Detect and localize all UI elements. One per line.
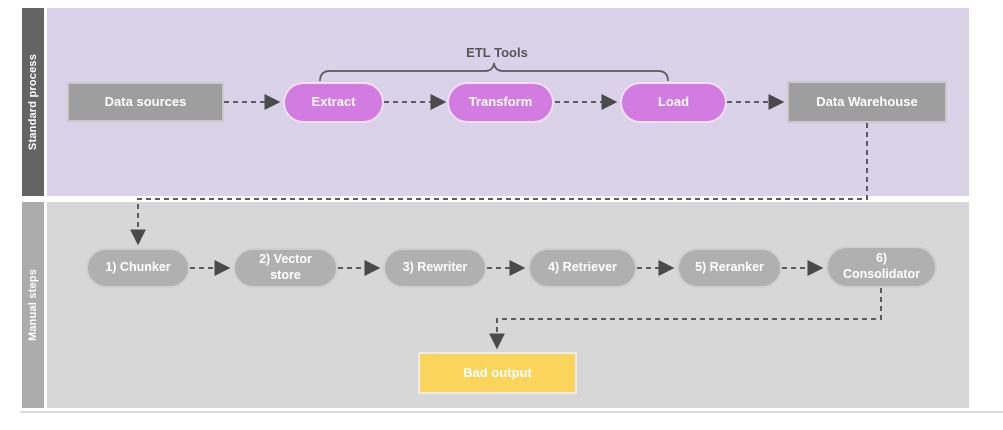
- node-retriever: 4) Retriever: [528, 248, 637, 288]
- node-rewriter: 3) Rewriter: [383, 248, 487, 288]
- node-retriever-label: 4) Retriever: [548, 260, 617, 275]
- lane-header-manual-steps: Manual steps: [22, 202, 44, 408]
- node-data-sources: Data sources: [67, 82, 224, 122]
- node-chunker: 1) Chunker: [86, 248, 190, 288]
- node-consolidator-label: 6) Consolidator: [842, 251, 921, 281]
- node-consolidator: 6) Consolidator: [826, 246, 937, 288]
- node-load-label: Load: [657, 94, 690, 110]
- lane-header-standard-process: Standard process: [22, 8, 44, 196]
- node-load: Load: [620, 82, 727, 123]
- node-data-warehouse: Data Warehouse: [787, 81, 947, 123]
- node-transform: Transform: [447, 82, 554, 123]
- node-chunker-label: 1) Chunker: [105, 260, 171, 275]
- node-extract: Extract: [283, 82, 384, 123]
- node-reranker-label: 5) Reranker: [695, 260, 764, 275]
- node-rewriter-label: 3) Rewriter: [402, 260, 468, 275]
- node-transform-label: Transform: [468, 94, 533, 110]
- node-data-sources-label: Data sources: [104, 93, 187, 109]
- node-extract-label: Extract: [311, 94, 356, 110]
- etl-tools-label: ETL Tools: [466, 45, 528, 60]
- lane-label-standard-process: Standard process: [27, 53, 39, 151]
- node-reranker: 5) Reranker: [677, 248, 782, 288]
- node-bad-output: Bad output: [418, 352, 577, 394]
- node-data-warehouse-label: Data Warehouse: [816, 93, 918, 109]
- page-bottom-divider: [20, 411, 1003, 413]
- node-bad-output-label: Bad output: [463, 364, 532, 380]
- lane-label-manual-steps: Manual steps: [27, 268, 39, 342]
- node-vector-store: 2) Vector store: [233, 248, 338, 288]
- node-vector-store-label: 2) Vector store: [259, 252, 312, 282]
